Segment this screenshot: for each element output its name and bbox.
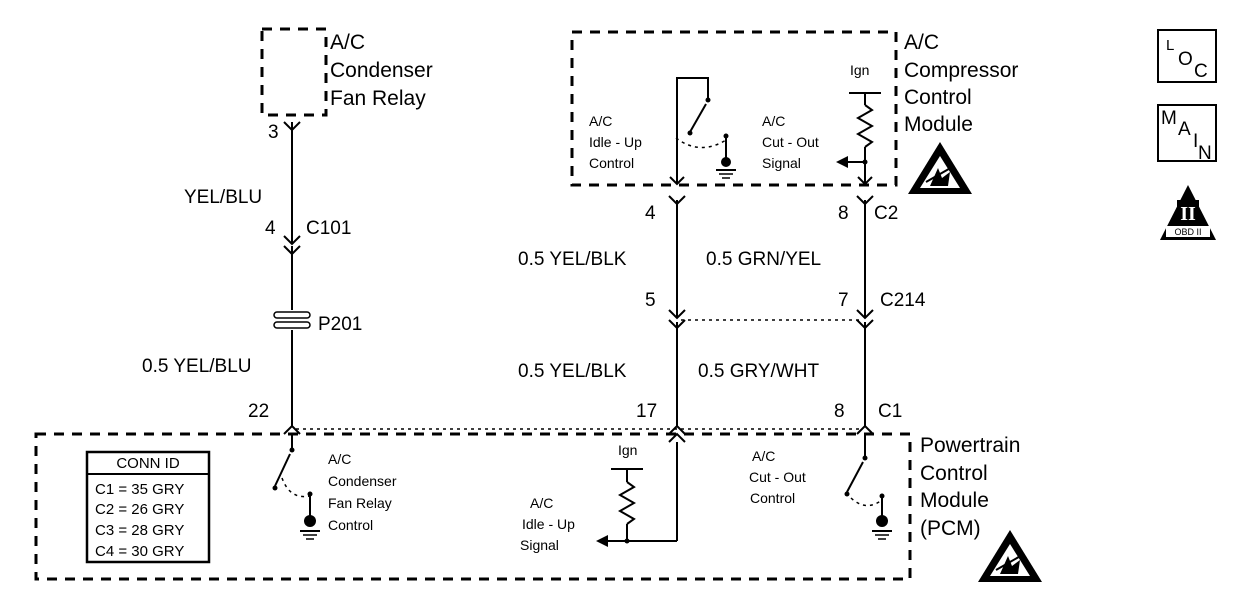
p201-label: P201 <box>318 314 362 335</box>
loc-icon[interactable]: L O C <box>1157 29 1217 83</box>
main-letter-m: M <box>1161 108 1177 129</box>
pcm-module: Powertrain Control Module (PCM) CONN ID … <box>34 432 1020 581</box>
c101-pin: 4 <box>265 218 276 239</box>
esd-warning-icon <box>908 142 972 194</box>
switch-icon <box>844 434 885 516</box>
loc-letter-l: L <box>1166 37 1174 54</box>
p201-splice <box>273 311 311 329</box>
condenser-control-2: Condenser <box>328 473 397 489</box>
c214-label: C214 <box>880 290 926 311</box>
ground-icon <box>716 157 736 179</box>
pcm-label-2: Control <box>920 462 988 485</box>
conn-id-row: C3 = 28 GRY <box>95 522 184 539</box>
loc-letter-c: C <box>1194 61 1208 82</box>
c101-label: C101 <box>306 218 351 239</box>
pcm-ign-label: Ign <box>618 442 637 458</box>
conn-id-table: CONN ID C1 = 35 GRY C2 = 26 GRY C3 = 28 … <box>85 450 211 564</box>
obd-label: OBD II <box>1174 227 1201 237</box>
relay-label-3: Fan Relay <box>330 87 426 110</box>
cut-out-control-2: Cut - Out <box>749 469 806 485</box>
condenser-fan-relay: A/C Condenser Fan Relay 3 <box>260 27 433 143</box>
relay-label-1: A/C <box>330 31 365 54</box>
c1-pin-b: 17 <box>636 401 657 422</box>
conn-id-row: C4 = 30 GRY <box>95 543 184 560</box>
pcm-label-4: (PCM) <box>920 517 981 540</box>
condenser-control-1: A/C <box>328 451 351 467</box>
esd-warning-icon <box>978 530 1042 582</box>
c2-pin-a: 4 <box>645 203 656 224</box>
switch-icon <box>272 434 313 516</box>
main-icon[interactable]: M A I N <box>1157 104 1217 164</box>
obd-ii-icon[interactable]: II OBD II <box>1160 185 1216 240</box>
compressor-label-2: Compressor <box>904 59 1018 82</box>
c2-pin-b: 8 <box>838 203 849 224</box>
c1-label: C1 <box>878 401 902 422</box>
c214-pin-a: 5 <box>645 290 656 311</box>
left-circuit: YEL/BLU 4 C101 P201 0.5 YEL/BLU 22 <box>142 121 362 435</box>
main-letter-i: I <box>1193 131 1198 152</box>
condenser-control-3: Fan Relay <box>328 495 392 511</box>
cut-out-control-3: Control <box>750 490 795 506</box>
pcm-label-3: Module <box>920 489 989 512</box>
wire-right-lower: 0.5 GRY/WHT <box>698 361 819 382</box>
middle-circuit: 4 0.5 YEL/BLK 5 0.5 YEL/BLK 17 <box>518 195 686 443</box>
ground-icon <box>300 515 320 540</box>
wire-left-upper: YEL/BLU <box>184 187 262 208</box>
cut-out-signal-1: A/C <box>762 113 785 129</box>
compressor-control-module: A/C Compressor Control Module A/C Idle -… <box>570 30 1018 187</box>
wire-right-upper: 0.5 GRN/YEL <box>706 249 821 270</box>
c214-pin-b: 7 <box>838 290 849 311</box>
cut-out-signal-3: Signal <box>762 155 801 171</box>
idle-up-control-1: A/C <box>589 113 612 129</box>
cut-out-control-1: A/C <box>752 448 775 464</box>
c1-pin-a: 22 <box>248 401 269 422</box>
wire-mid-upper: 0.5 YEL/BLK <box>518 249 627 270</box>
condenser-control-4: Control <box>328 517 373 533</box>
relay-pin: 3 <box>268 122 279 143</box>
relay-label-2: Condenser <box>330 59 433 82</box>
main-letter-n: N <box>1198 143 1212 164</box>
idle-up-signal-1: A/C <box>530 495 553 511</box>
loc-letter-o: O <box>1178 49 1193 70</box>
wire-left-lower: 0.5 YEL/BLU <box>142 356 252 377</box>
idle-up-signal-3: Signal <box>520 537 559 553</box>
idle-up-control-3: Control <box>589 155 634 171</box>
conn-id-row: C2 = 26 GRY <box>95 501 184 518</box>
main-letter-a: A <box>1178 119 1191 140</box>
idle-up-signal-2: Idle - Up <box>522 516 575 532</box>
compressor-label-1: A/C <box>904 31 939 54</box>
compressor-label-3: Control <box>904 86 972 109</box>
switch-icon <box>675 77 729 183</box>
resistor-icon <box>617 481 637 525</box>
compressor-label-4: Module <box>904 113 973 136</box>
conn-id-row: C1 = 35 GRY <box>95 481 184 498</box>
c2-label: C2 <box>874 203 898 224</box>
ground-icon <box>872 515 892 540</box>
idle-up-control-2: Idle - Up <box>589 134 642 150</box>
wire-mid-lower: 0.5 YEL/BLK <box>518 361 627 382</box>
obd-numeral: II <box>1180 203 1196 225</box>
pcm-label-1: Powertrain <box>920 434 1020 457</box>
resistor-icon <box>855 104 875 148</box>
right-circuit: 8 C2 0.5 GRN/YEL 7 C214 0.5 GRY/WHT 8 C1 <box>698 195 926 435</box>
c1-pin-c: 8 <box>834 401 845 422</box>
conn-id-title: CONN ID <box>116 455 180 472</box>
compressor-ign-label: Ign <box>850 62 869 78</box>
cut-out-signal-2: Cut - Out <box>762 134 819 150</box>
